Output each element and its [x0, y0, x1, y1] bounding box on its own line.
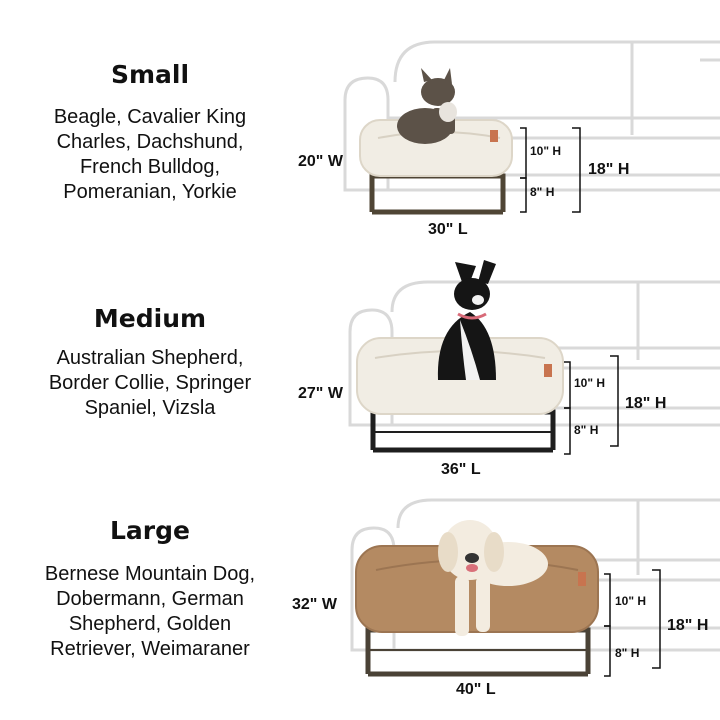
width-label: 27" W: [298, 385, 344, 402]
breed-line: Border Collie, Springer: [48, 372, 252, 394]
breed-list: Australian Shepherd, Border Collie, Spri…: [0, 346, 300, 421]
breed-line: French Bulldog,: [79, 156, 221, 178]
breed-line: Retriever, Weimaraner: [50, 638, 250, 660]
bed-tag: [490, 130, 498, 142]
border-collie-icon: [437, 260, 496, 380]
cushion-height-bracket: [604, 569, 661, 677]
breed-line: Dobermann, German: [56, 588, 244, 610]
french-bulldog-icon: [397, 68, 457, 144]
size-section-large: Large Bernese Mountain Dog, Dobermann, G…: [0, 480, 720, 720]
breed-line: Pomeranian, Yorkie: [63, 181, 237, 203]
bed-frame: [370, 409, 556, 453]
leg-height-label: 8" H: [530, 185, 554, 199]
size-title: Small: [110, 60, 190, 89]
length-label: 36" L: [441, 461, 481, 478]
length-label: 30" L: [428, 221, 468, 238]
cushion-height-label: 10" H: [615, 594, 646, 608]
breed-list: Bernese Mountain Dog, Dobermann, German …: [0, 562, 300, 662]
breed-line: Beagle, Cavalier King: [53, 106, 247, 128]
golden-retriever-icon: [438, 520, 548, 636]
bed-frame: [369, 173, 506, 215]
cushion-height-label: 10" H: [574, 376, 605, 390]
breed-list: Beagle, Cavalier King Charles, Dachshund…: [0, 105, 300, 205]
total-height-label: 18" H: [625, 395, 666, 412]
size-title: Medium: [93, 304, 207, 333]
size-section-medium: Medium Australian Shepherd, Border Colli…: [0, 240, 720, 480]
leg-height-label: 8" H: [574, 423, 598, 437]
size-title: Large: [110, 516, 190, 545]
total-height-label: 18" H: [588, 161, 629, 178]
breed-line: Australian Shepherd,: [56, 347, 244, 369]
width-label: 32" W: [292, 596, 338, 613]
cushion-height-label: 10" H: [530, 144, 561, 158]
leg-height-label: 8" H: [615, 646, 639, 660]
bed-tag: [578, 572, 586, 586]
cushion-height-bracket: [564, 355, 619, 455]
breed-line: Bernese Mountain Dog,: [44, 563, 256, 585]
breed-line: Charles, Dachshund,: [56, 131, 244, 153]
size-section-small: Small Beagle, Cavalier King Charles, Dac…: [0, 0, 720, 240]
total-height-label: 18" H: [667, 617, 708, 634]
cushion-height-bracket: [520, 127, 581, 213]
length-label: 40" L: [456, 681, 496, 698]
breed-line: Shepherd, Golden: [68, 613, 232, 635]
bed-illustration: 20" W 30" L 10" H 8" H 18" H: [298, 40, 720, 238]
bed-tag: [544, 364, 552, 377]
bed-frame: [365, 627, 591, 677]
bed-illustration: 27" W 36" L 10" H 8" H 18" H: [298, 260, 720, 478]
breed-line: Spaniel, Vizsla: [84, 397, 216, 419]
width-label: 20" W: [298, 153, 344, 170]
bed-illustration: 32" W 40" L 10" H 8" H 18" H: [292, 498, 720, 698]
